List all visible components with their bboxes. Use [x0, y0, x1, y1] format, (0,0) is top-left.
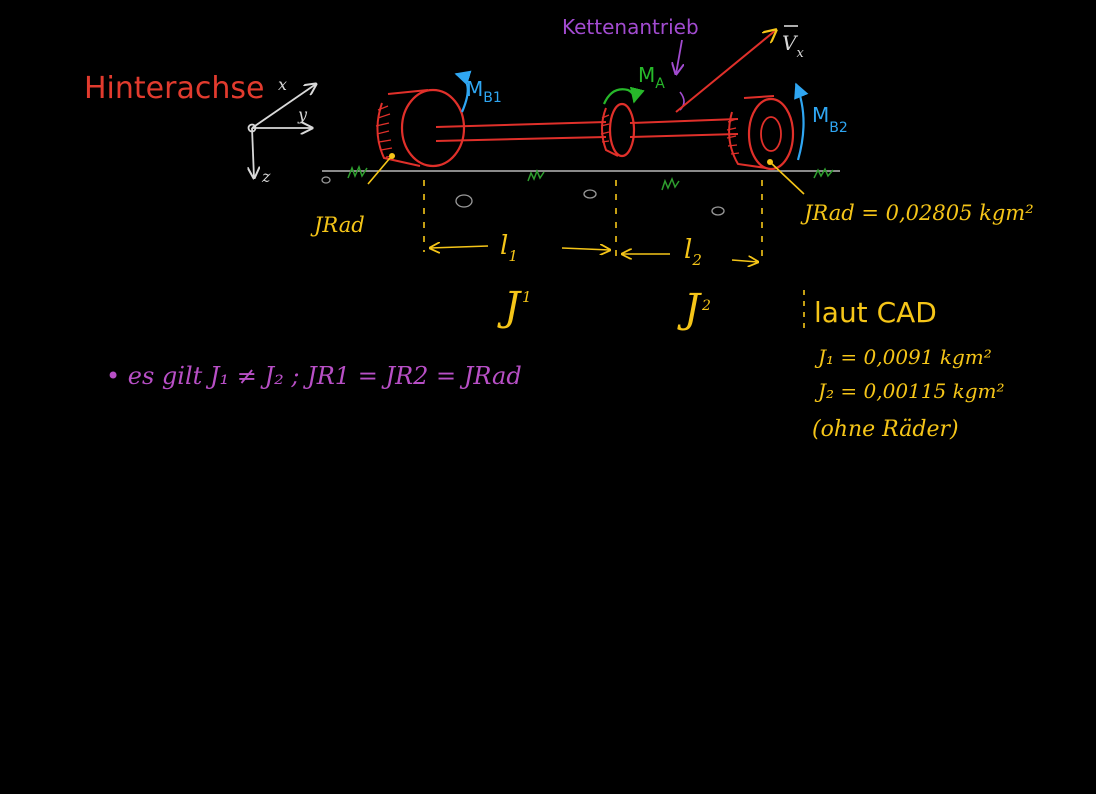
moment-a-label: MA: [638, 63, 665, 92]
jrad-left-pointer: [367, 157, 391, 185]
cad-title: laut CAD: [814, 296, 937, 329]
moment-b2-arrow: [794, 82, 809, 161]
moment-a-symbol: M: [638, 63, 655, 87]
axis-y-label: y: [297, 105, 308, 124]
moment-b1-label: MB1: [466, 77, 502, 106]
jrad-right-dot: [767, 159, 773, 165]
velocity-label: Vx: [782, 31, 804, 61]
moment-a-arrow: [602, 86, 645, 105]
dim-l1-symbol: l: [500, 231, 508, 261]
segment-j2-symbol: J: [677, 286, 702, 332]
dim-l1-right-arrow: [561, 248, 610, 250]
chain-drive-label: Kettenantrieb: [562, 15, 699, 39]
axis-z-label: z: [261, 167, 271, 186]
x-axis-arrow: [251, 84, 316, 129]
dim-l2-subscript: 2: [691, 251, 702, 269]
moment-b1-symbol: M: [466, 77, 483, 101]
dim-l1-left-arrow: [430, 246, 489, 248]
moment-b2-subscript: B2: [829, 120, 848, 136]
chain-drive-pointer: [676, 39, 682, 74]
dimension-lines: [423, 180, 763, 262]
statement-line: • es gilt J₁ ≠ J₂ ; JR1 = JR2 = JRad: [106, 362, 522, 390]
jrad-right-pointer: [769, 161, 805, 195]
coordinate-system: [249, 84, 317, 178]
moment-a-subscript: A: [655, 76, 665, 92]
segment-j2-subscript: 2: [701, 298, 711, 314]
dim-l1-label: l1: [500, 231, 518, 265]
origin-point: [247, 123, 257, 133]
moment-b1-arrow: [454, 70, 472, 113]
dim-l2-label: l2: [684, 235, 702, 269]
moment-b1-subscript: B1: [483, 90, 502, 106]
dim-l1-subscript: 1: [508, 247, 518, 265]
cad-j2-value: J₂ = 0,00115 kgm²: [814, 379, 1004, 403]
title-label: Hinterachse: [84, 71, 264, 106]
velocity-arrow: [675, 30, 776, 113]
z-axis-arrow: [252, 127, 254, 178]
segment-j1-subscript: 1: [522, 288, 532, 306]
jrad-right-label: JRad = 0,02805 kgm²: [800, 201, 1034, 225]
jrad-left-dot: [389, 153, 395, 159]
velocity-subscript: x: [796, 46, 804, 61]
moment-b2-label: MB2: [812, 103, 848, 136]
cad-note: (ohne Räder): [812, 417, 959, 442]
sprocket-middle: [600, 102, 636, 158]
cad-j1-value: J₁ = 0,0091 kgm²: [814, 345, 992, 369]
axis-x-label: x: [278, 75, 287, 94]
jrad-left-label: JRad: [310, 213, 365, 237]
dim-l2-right-arrow: [731, 260, 758, 262]
dim-l2-symbol: l: [684, 235, 692, 265]
wheel-right: [726, 95, 795, 171]
segment-j1-symbol: J: [497, 284, 522, 330]
moment-b2-symbol: M: [812, 103, 829, 127]
grass-marks: [347, 164, 834, 191]
axle-shaft: [435, 118, 739, 142]
wheel-left: [375, 88, 466, 168]
ground-pebbles: [321, 176, 725, 216]
velocity-symbol: V: [782, 31, 799, 55]
